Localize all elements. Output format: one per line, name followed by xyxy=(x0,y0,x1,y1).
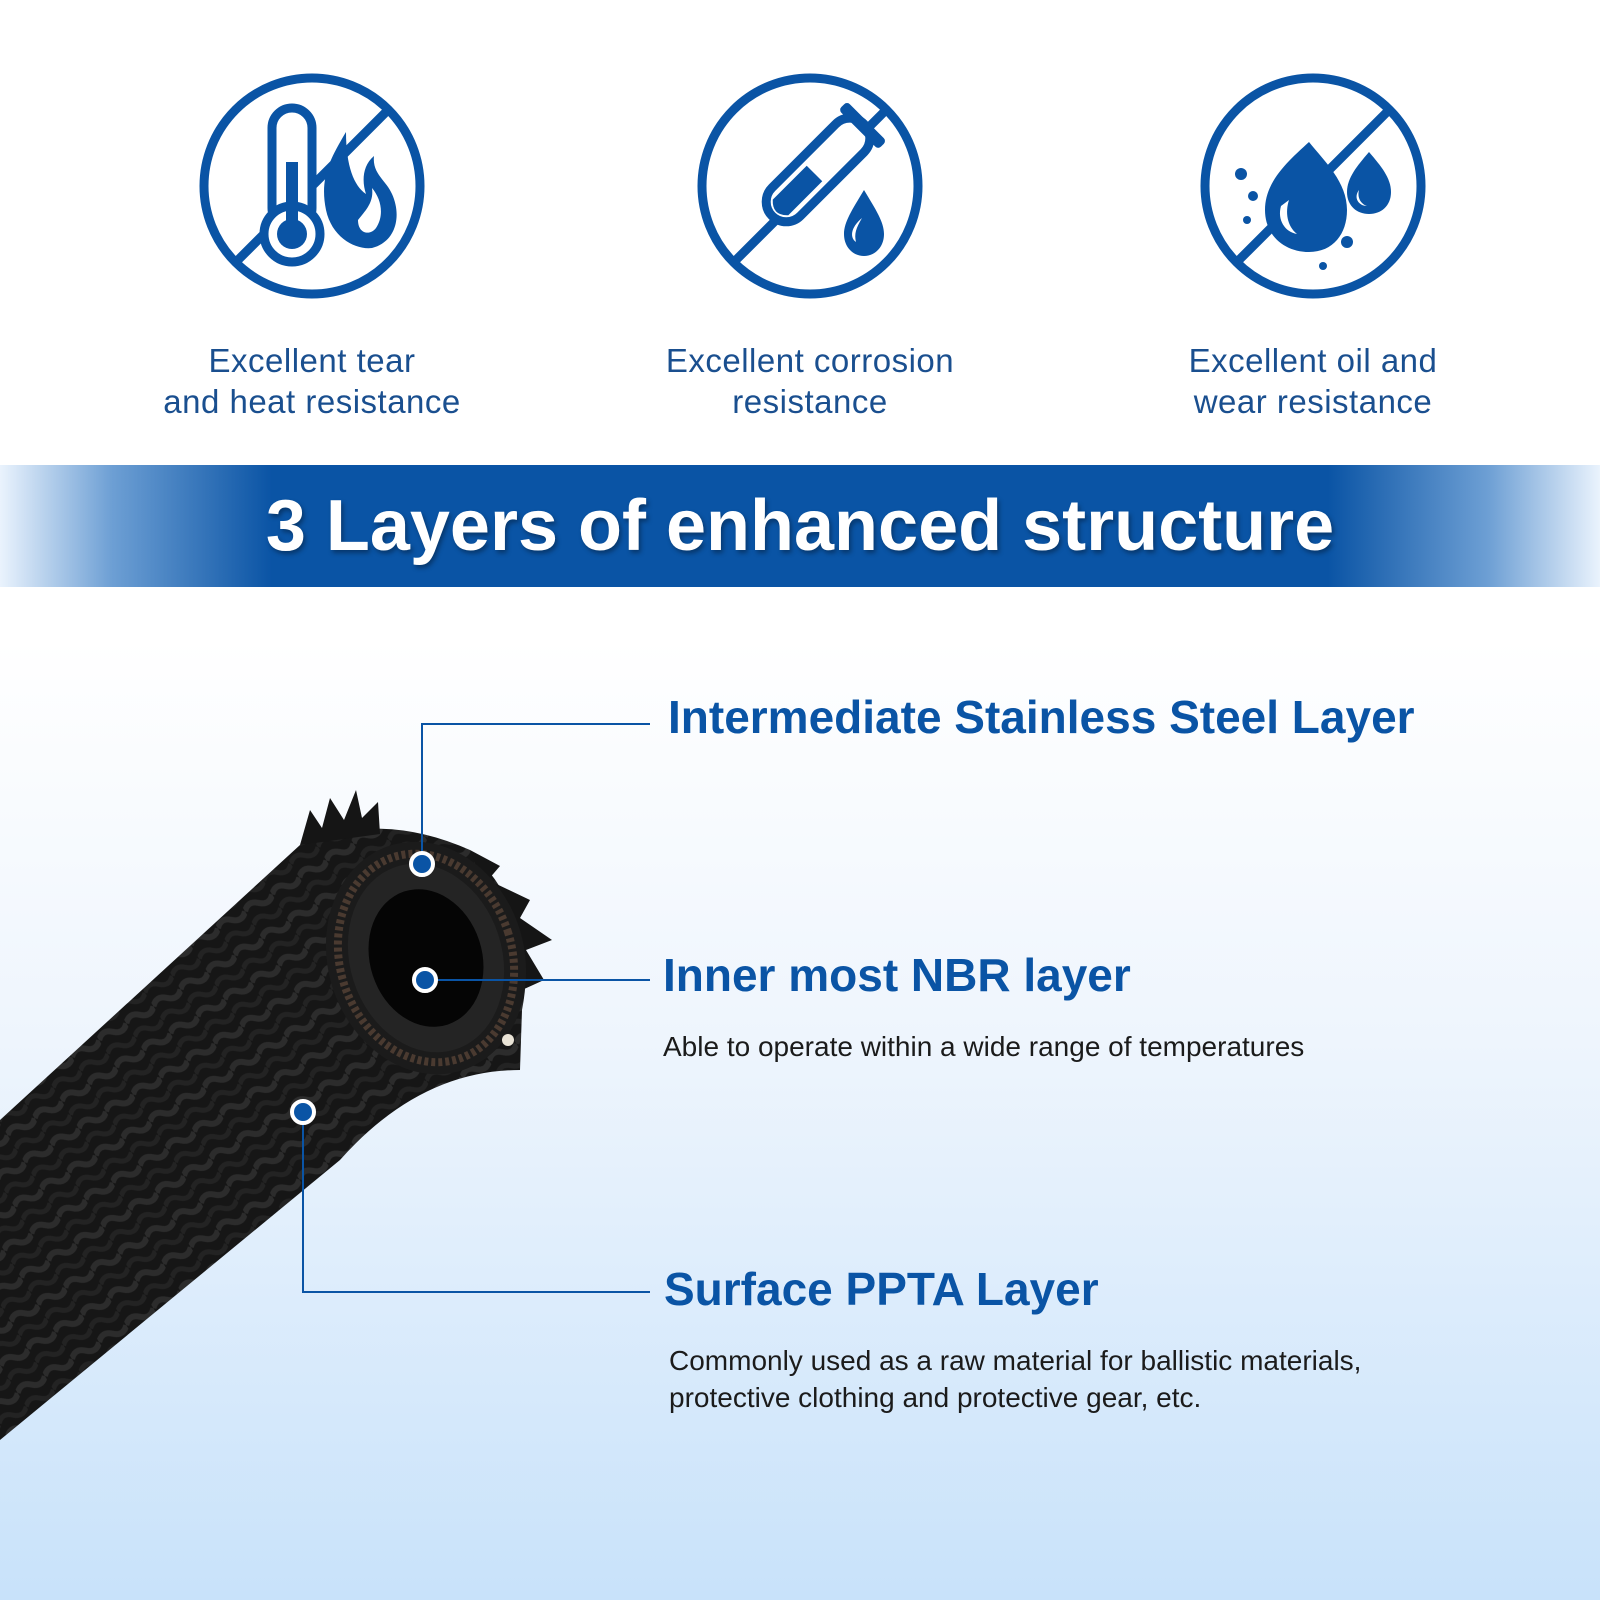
feature-caption: Excellent corrosion resistance xyxy=(665,342,955,420)
feature-caption: Excellent tear and heat resistance xyxy=(163,342,461,420)
layer-title-nbr: Inner most NBR layer xyxy=(663,949,1131,1001)
section-banner: 3 Layers of enhanced structure xyxy=(0,465,1600,587)
no-oil-icon xyxy=(1200,73,1426,299)
layer-title-steel: Intermediate Stainless Steel Layer xyxy=(668,691,1415,743)
layer-title-ppta: Surface PPTA Layer xyxy=(664,1263,1099,1315)
layer-description-ppta: Commonly used as a raw material for ball… xyxy=(669,1345,1362,1413)
feature-heat: Excellent tear and heat resistance xyxy=(102,70,522,422)
feature-caption: Excellent oil and wear resistance xyxy=(1188,342,1438,420)
layer-description-nbr: Able to operate within a wide range of t… xyxy=(663,1031,1305,1062)
banner-title: 3 Layers of enhanced structure xyxy=(265,486,1335,566)
feature-corrosion: Excellent corrosion resistance xyxy=(600,70,1020,422)
no-heat-icon xyxy=(199,73,425,299)
hose-illustration xyxy=(0,790,552,1440)
no-corrosion-icon xyxy=(697,73,923,299)
feature-oil: Excellent oil and wear resistance xyxy=(1103,70,1523,422)
